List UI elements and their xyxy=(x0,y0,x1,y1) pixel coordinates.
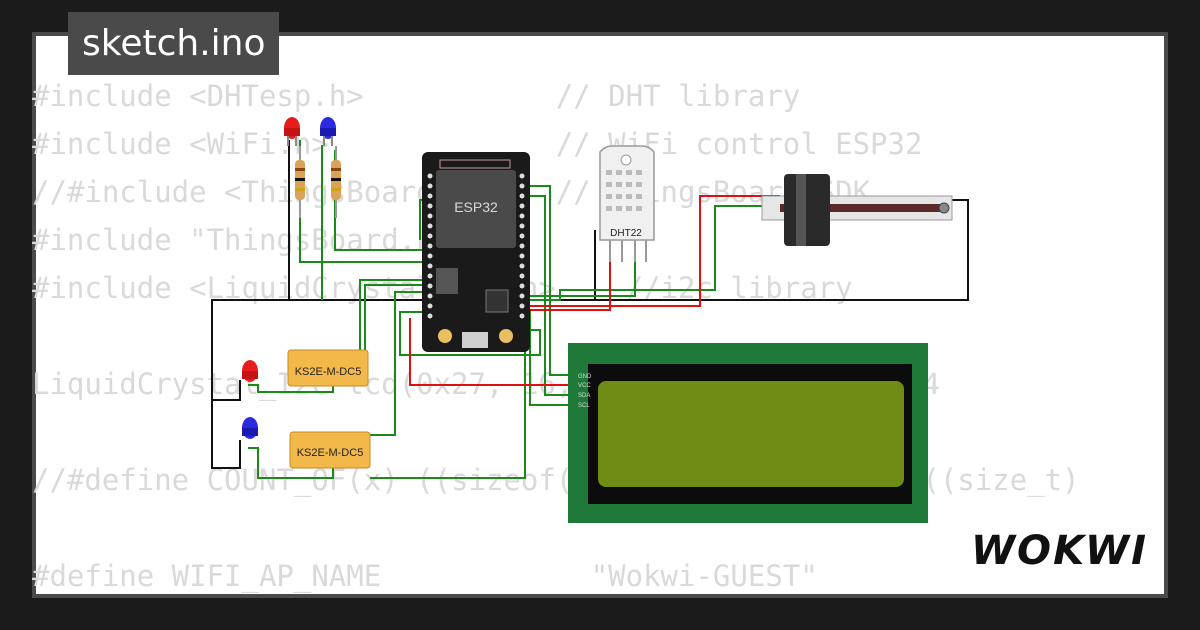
slide-potentiometer[interactable] xyxy=(761,174,953,246)
lcd-pin-gnd: GND xyxy=(578,374,592,380)
relay-1[interactable]: KS2E-M-DC5 xyxy=(287,349,369,387)
red-led-top[interactable] xyxy=(284,117,300,146)
blue-led-left[interactable] xyxy=(242,417,258,439)
code-line: #include <DHTesp.h> // DHT library xyxy=(32,79,801,113)
lcd-pin-sda: SDA xyxy=(578,393,590,399)
code-line: #define WIFI_AP_NAME "Wokwi-GUEST" xyxy=(32,559,818,593)
esp32-label: ESP32 xyxy=(454,199,498,215)
relay-2[interactable]: KS2E-M-DC5 xyxy=(289,431,371,469)
esp32-board[interactable]: ESP32 xyxy=(422,152,530,352)
lcd-display[interactable]: GND VCC SDA SCL xyxy=(568,343,928,523)
dht22-sensor[interactable]: DHT22 xyxy=(599,145,655,262)
red-led-left[interactable] xyxy=(242,360,258,382)
relay-1-label: KS2E-M-DC5 xyxy=(295,366,362,378)
dht22-label: DHT22 xyxy=(610,228,642,239)
relay-2-label: KS2E-M-DC5 xyxy=(297,447,364,459)
resistor-1[interactable] xyxy=(295,146,305,218)
red-wires xyxy=(409,195,780,386)
blue-led-top[interactable] xyxy=(320,117,336,146)
wokwi-logo: WOKWI xyxy=(970,528,1148,574)
resistor-2[interactable] xyxy=(331,146,341,218)
lcd-pin-scl: SCL xyxy=(578,403,590,409)
lcd-pin-vcc: VCC xyxy=(578,383,591,389)
file-title: sketch.ino xyxy=(68,12,280,75)
code-line: #include "ThingsBoard.h" xyxy=(32,223,452,257)
